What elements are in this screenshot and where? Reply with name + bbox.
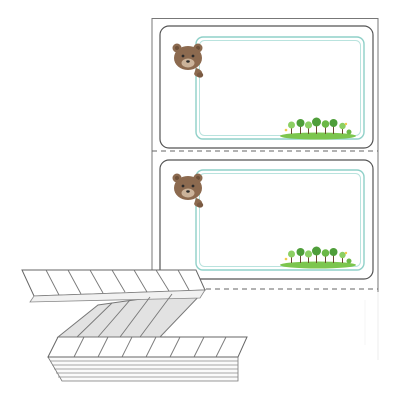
trees-hill-illustration [280,246,356,269]
stack-cell-divider [215,336,227,358]
bear-peeking-icon [172,43,204,78]
label-card [159,25,374,149]
stack-cell-divider [67,269,82,295]
stack-cell-divider [139,293,173,338]
stack-cell-divider [121,336,133,358]
bear-peeking-icon [172,173,204,208]
label-frame [195,36,365,140]
stack-cell-divider [97,336,109,358]
stack-cell-divider [145,336,157,358]
trees-hill-illustration [280,117,356,140]
stack-cell-divider [177,269,190,291]
stack-cell-divider [97,299,131,338]
label-frame [195,169,365,271]
stack-cell-divider [45,269,60,296]
stack-cell-divider [76,302,113,338]
fanfold-stack [21,269,248,382]
stack-cell-divider [169,336,181,358]
stack-cell-divider [89,269,104,294]
stack-fold-face [47,336,248,358]
stack-cell-divider [73,336,85,358]
stack-cell-divider [133,269,148,293]
stack-cell-divider [119,296,151,338]
stack-cell-divider [155,269,170,292]
stack-cell-divider [193,336,205,358]
stack-edges [47,356,239,382]
stack-cell-divider [111,269,126,293]
